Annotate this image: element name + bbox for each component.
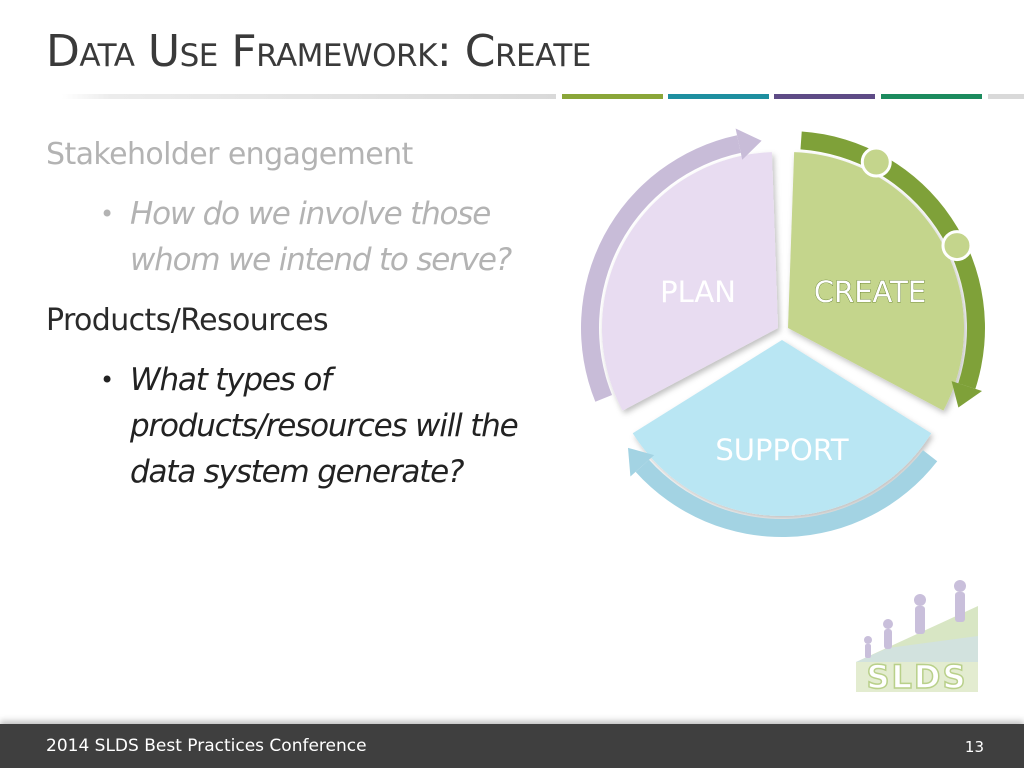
cycle-arrow-support — [635, 450, 938, 537]
logo-text: SLDS — [866, 658, 967, 696]
milestone-circle-icon — [941, 230, 973, 262]
cycle-segment-plan — [602, 152, 778, 411]
cycle-arrowhead-create-icon — [951, 381, 983, 408]
footer-bar: 2014 SLDS Best Practices Conference 13 — [0, 724, 1024, 768]
cycle-diagram: PLAN CREATE SUPPORT — [581, 128, 985, 537]
cycle-arrow-plan — [581, 135, 741, 402]
title-rule-dark-green — [881, 94, 982, 99]
slide-body: Stakeholder engagement • How do we invol… — [46, 135, 546, 513]
bullet-dot-icon: • — [100, 366, 115, 394]
title-rule-green — [562, 94, 663, 99]
slide-title: Data Use Framework: Create — [46, 26, 591, 77]
page-number: 13 — [964, 738, 984, 756]
title-rule-grey — [62, 94, 556, 99]
slds-logo-icon: SLDS — [856, 580, 978, 696]
cycle-arrowhead-plan-icon — [735, 128, 762, 160]
footer-conference: 2014 SLDS Best Practices Conference — [46, 736, 367, 756]
title-rule-teal — [668, 94, 769, 99]
section-heading: Stakeholder engagement — [46, 137, 413, 172]
cycle-segment-create — [788, 152, 964, 411]
title-rule-purple — [774, 94, 875, 99]
cycle-segment-support — [632, 340, 932, 516]
section-heading: Products/Resources — [46, 303, 329, 338]
cycle-label-support: SUPPORT — [715, 433, 848, 467]
section-stakeholder-engagement: Stakeholder engagement • How do we invol… — [46, 135, 546, 283]
bullet-dot-icon: • — [100, 200, 115, 228]
cycle-arrow-create — [800, 131, 985, 389]
cycle-label-plan: PLAN — [660, 275, 736, 309]
title-rule-end — [988, 94, 1024, 99]
cycle-arrowhead-support-icon — [627, 447, 655, 477]
cycle-label-create: CREATE — [814, 275, 926, 309]
milestone-circle-icon — [860, 146, 892, 178]
